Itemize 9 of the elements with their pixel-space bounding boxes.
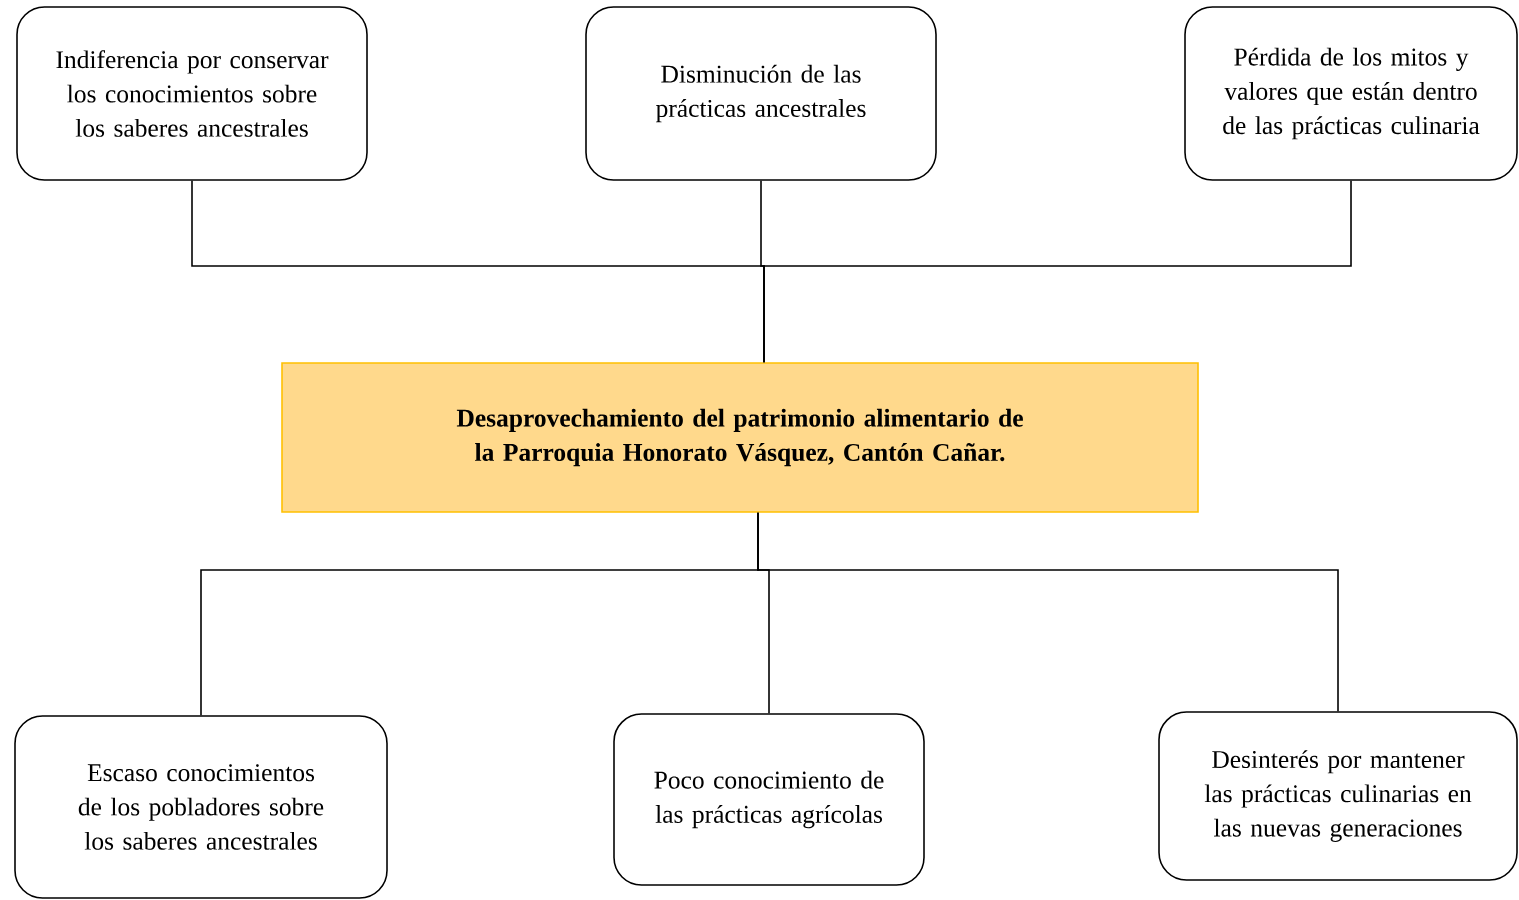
effect-box: Disminución de las prácticas ancestrales — [585, 6, 937, 181]
problem-box: Desaprovechamiento del patrimonio alimentario de la Parroquia Honorato Vásquez, Cantón Cañar. — [281, 362, 1199, 513]
effect-box: Indiferencia por conservar los conocimientos sobre los saberes ancestrales — [16, 6, 368, 181]
connector-line — [763, 180, 1352, 363]
connector-line — [757, 512, 1339, 712]
cause-box: Desinterés por mantener las prácticas culinarias en las nuevas generaciones — [1158, 711, 1518, 881]
cause-box: Escaso conocimientos de los pobladores sobre los saberes ancestrales — [14, 715, 388, 899]
cause-box: Poco conocimiento de las prácticas agrícolas — [613, 713, 925, 886]
effect-box: Pérdida de los mitos y valores que están dentro de las prácticas culinaria — [1184, 6, 1518, 181]
